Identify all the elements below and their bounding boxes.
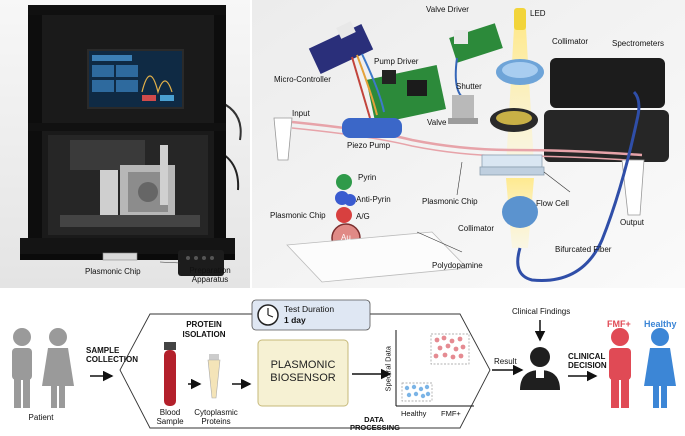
label-led: LED [530,9,546,18]
healthy-cluster [404,384,431,399]
healthy-outcome-label: Healthy [644,319,677,329]
label-collimator-bottom: Collimator [458,224,495,233]
label-input: Input [292,109,310,118]
data-processing-line1: DATA [364,415,384,424]
flow-cell [479,166,545,176]
label-bifurcated-fiber: Bifurcated Fiber [555,245,612,254]
plasmonic-chip-photo [102,252,138,261]
healthy-axis-label: Healthy [401,409,427,418]
plasmonic-chip-schematic [481,154,543,168]
cytoplasmic-line2: Proteins [201,417,231,426]
label-shutter: Shutter [456,82,482,91]
fmf-outcome-label: FMF+ [607,319,631,329]
workflow-panel: Patient SAMPLE COLLECTION PROTEIN ISOLAT… [0,290,685,436]
clinician-icon [520,347,560,390]
label-polydopamine: Polydopamine [432,261,483,270]
spectrometer-bottom [544,110,669,162]
protein-isolation-label: PROTEIN ISOLATION [178,320,230,340]
blood-sample-label: Blood Sample [150,408,190,426]
biosensor-line1: PLASMONIC [270,359,336,371]
spectral-axis-label: Spectral Data [383,346,393,392]
patient-female-icon [42,328,74,408]
data-processing-line2: PROCESSING [350,423,401,432]
clinical-decision-line2: DECISION [568,361,607,370]
preparation-label-line2: Apparatus [191,275,229,284]
label-anti-pyrin: Anti-Pyrin [356,195,391,204]
valve-driver-board [449,23,503,63]
output-tube [621,159,645,216]
workflow-graphics [12,299,676,429]
healthy-person-icon [644,328,676,408]
test-duration-box [251,299,371,331]
biosensor-line2: BIOSENSOR [270,372,336,384]
clock-icon [257,304,279,326]
blood-sample-line2: Sample [156,417,184,426]
test-duration-value: 1 day [284,315,306,325]
instrument-photo-panel: Plasmonic Chip Preparation Apparatus [0,0,250,288]
protein-isolation-line2: ISOLATION [182,330,226,339]
led-component [514,8,526,30]
instrument-illustration [0,0,250,288]
spectral-scatter-plot [395,330,474,407]
fmf-axis-label: FMF+ [441,409,461,418]
clinical-decision-label: CLINICAL DECISION [568,352,607,370]
bifurcated-fiber [516,90,641,282]
input-tube [273,117,293,161]
piezo-pump [342,118,402,138]
protein-isolation-line1: PROTEIN [186,320,222,329]
label-spectrometers: Spectrometers [612,39,665,48]
patient-label: Patient [28,413,54,422]
polydopamine-substrate [286,231,468,283]
label-valve: Valve [427,118,447,127]
data-processing-label: DATA PROCESSING [350,415,401,432]
patient-male-icon [12,328,32,408]
system-schematic-panel: Micro-Controller Pump Driver Valve Drive… [252,0,685,288]
process-outline [119,313,491,429]
label-plasmonic-chip-left: Plasmonic Chip [270,211,326,220]
valve-component [452,95,474,120]
result-label: Result [494,357,517,366]
label-piezo-pump: Piezo Pump [347,141,391,150]
clinical-findings-label: Clinical Findings [512,307,571,316]
blood-sample-line1: Blood [159,408,181,417]
spectrometer-top [550,58,665,108]
cytoplasmic-line1: Cytoplasmic [194,408,238,417]
plasmonic-biosensor-box [257,339,349,407]
biosensor-label: PLASMONIC BIOSENSOR [258,359,348,385]
preparation-apparatus-label: Preparation Apparatus [174,266,246,284]
cytoplasmic-label: Cytoplasmic Proteins [190,408,242,426]
preparation-label-line1: Preparation [189,266,231,275]
label-collimator-top: Collimator [552,37,589,46]
label-output: Output [620,218,645,227]
label-au: Au [341,233,351,242]
schematic-illustration [252,0,685,288]
blood-tube-icon [164,342,176,406]
cytoplasmic-tube-icon [207,354,221,399]
ag-molecule [336,207,352,223]
label-pump-driver: Pump Driver [374,57,419,66]
label-ag: A/G [356,212,370,221]
clinical-decision-line1: CLINICAL [568,352,606,361]
label-valve-driver: Valve Driver [426,5,469,14]
sample-collection-label: SAMPLE COLLECTION [86,346,138,364]
label-micro-controller: Micro-Controller [274,75,331,84]
pyrin-molecule [336,174,352,190]
micro-controller-board [308,24,374,74]
collimator-bottom [502,196,538,228]
label-plasmonic-chip-center: Plasmonic Chip [422,197,478,206]
sample-collection-line1: SAMPLE [86,346,120,355]
plasmonic-chip-label: Plasmonic Chip [85,267,141,276]
sample-collection-line2: COLLECTION [86,355,138,364]
label-flow-cell: Flow Cell [536,199,569,208]
fmf-cluster [433,335,466,360]
fmf-person-icon [609,328,631,408]
test-duration-label: Test Duration [284,304,335,314]
label-pyrin: Pyrin [358,173,377,182]
